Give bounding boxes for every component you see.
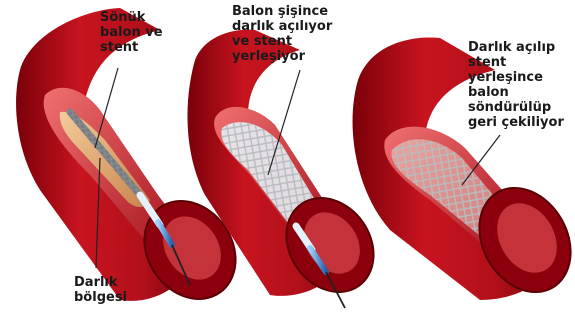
label-line: ve stent [232,34,332,49]
label-line: stent [100,40,163,55]
label-line: geri çekiliyor [468,115,564,130]
label-line: Darlık [74,275,127,290]
label-collapsed-balloon-stent: Sönük balon ve stent [100,10,163,55]
label-stenosis-region: Darlık bölgesi [74,275,127,305]
label-line: balon [468,85,564,100]
label-line: Balon şişince [232,4,332,19]
label-line: stent [468,55,564,70]
label-line: yerleşince [468,70,564,85]
label-line: Sönük [100,10,163,25]
label-line: bölgesi [74,290,127,305]
label-line: söndürülüp [468,100,564,115]
label-line: darlık açılıyor [232,19,332,34]
label-balloon-deflated: Darlık açılıp stent yerleşince balon sön… [468,40,564,130]
label-line: yerleşiyor [232,49,332,64]
label-line: Darlık açılıp [468,40,564,55]
label-balloon-inflating: Balon şişince darlık açılıyor ve stent y… [232,4,332,64]
label-line: balon ve [100,25,163,40]
